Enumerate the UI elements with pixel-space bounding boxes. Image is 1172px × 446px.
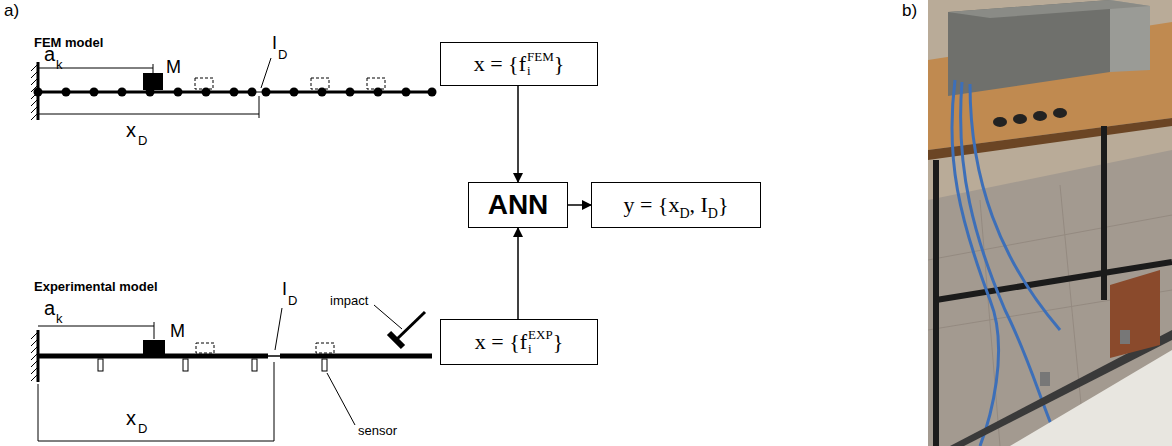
label-anchor: x	[126, 408, 136, 428]
model-title: Experimental model	[34, 279, 158, 294]
label-anchor: k	[56, 310, 63, 326]
index-text: i	[528, 342, 553, 356]
label-anchor: D	[278, 46, 287, 62]
subscript: k	[56, 311, 63, 326]
subscript: D	[138, 421, 147, 436]
index-text: EXP	[528, 328, 553, 342]
index-stack: EXPi	[528, 328, 553, 355]
index-text: D	[708, 207, 718, 221]
formula-text: x = {	[474, 53, 519, 75]
lab-photo	[928, 0, 1172, 446]
subscript: D	[288, 293, 297, 308]
subscript: D	[138, 133, 147, 148]
arrow-connector	[517, 228, 519, 319]
formula-text: , I	[690, 194, 708, 216]
input-box: x = {fFEMi}	[440, 42, 598, 86]
formula-text: }	[554, 53, 565, 75]
label-anchor: sensor	[358, 422, 397, 438]
damage-label: I	[272, 33, 277, 53]
formula-text: }	[718, 194, 729, 216]
label-anchor: impact	[330, 292, 368, 308]
subscript: k	[56, 57, 63, 72]
label-anchor: a	[44, 298, 55, 318]
label-anchor: D	[288, 292, 297, 308]
mass-label: M	[166, 57, 181, 77]
formula-text: }	[553, 331, 564, 353]
label-anchor: a)	[4, 2, 19, 19]
callout-label: sensor	[358, 423, 397, 438]
formula-text: x = {	[475, 331, 520, 353]
dimension-label: x	[126, 407, 136, 429]
panel-letter: a)	[4, 1, 19, 20]
label-anchor: Experimental model	[34, 278, 158, 294]
callout-label: impact	[330, 293, 368, 308]
label-anchor: D	[138, 420, 147, 436]
dimension-label: a	[44, 43, 55, 65]
dimension-label: a	[44, 297, 55, 319]
index-text: D	[679, 207, 689, 221]
formula-text: y = {x	[623, 194, 679, 216]
subscript: D	[278, 47, 287, 62]
input-box: x = {fEXPi}	[440, 319, 598, 365]
network-box: ANN	[468, 182, 568, 228]
fem-beam	[31, 58, 437, 120]
label-anchor: k	[56, 56, 63, 72]
label-anchor: b)	[902, 2, 917, 19]
output-box: y = {xD, ID}	[591, 182, 761, 228]
label-anchor: a	[44, 44, 55, 64]
dimension-label: x	[126, 119, 136, 141]
text-row: y = {xD, ID}	[623, 194, 728, 216]
mass-label: M	[170, 321, 185, 341]
damage-label: I	[282, 279, 287, 299]
arrow-connector	[568, 204, 591, 206]
label-anchor: D	[138, 132, 147, 148]
formula-text: f	[520, 331, 527, 353]
label-anchor: x	[126, 120, 136, 140]
text-row: x = {fEXPi}	[475, 328, 563, 355]
formula-text: ANN	[488, 191, 549, 219]
label-anchor: M	[166, 58, 181, 76]
label-anchor: M	[170, 322, 185, 340]
label-anchor: I	[272, 34, 277, 52]
index-text: i	[527, 64, 554, 78]
experimental-beam	[31, 305, 432, 441]
text-row: ANN	[488, 191, 549, 219]
index-stack: FEMi	[527, 50, 554, 77]
arrow-connector	[517, 86, 519, 182]
text-row: x = {fFEMi}	[474, 50, 565, 77]
index-text: FEM	[527, 50, 554, 64]
panel-letter: b)	[902, 1, 917, 20]
formula-text: f	[519, 53, 526, 75]
label-anchor: I	[282, 280, 287, 298]
